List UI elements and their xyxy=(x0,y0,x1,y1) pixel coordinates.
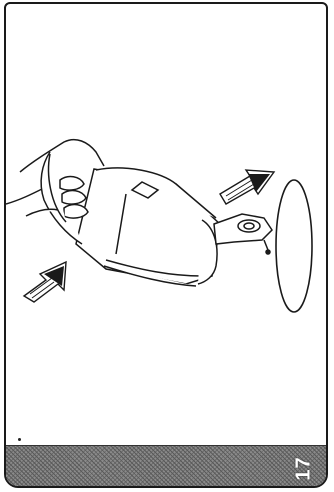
page-number: 17 xyxy=(292,456,315,480)
device-body-icon xyxy=(76,168,220,286)
round-opening-icon xyxy=(276,180,312,312)
manual-page: 17 xyxy=(4,2,328,488)
push-in-arrow-icon xyxy=(220,170,274,204)
instruction-illustration xyxy=(6,4,328,450)
push-up-arrow-icon xyxy=(24,262,66,302)
speck-mark xyxy=(18,438,21,441)
device-tip-icon xyxy=(214,214,272,254)
page-footer: 17 xyxy=(6,445,326,486)
